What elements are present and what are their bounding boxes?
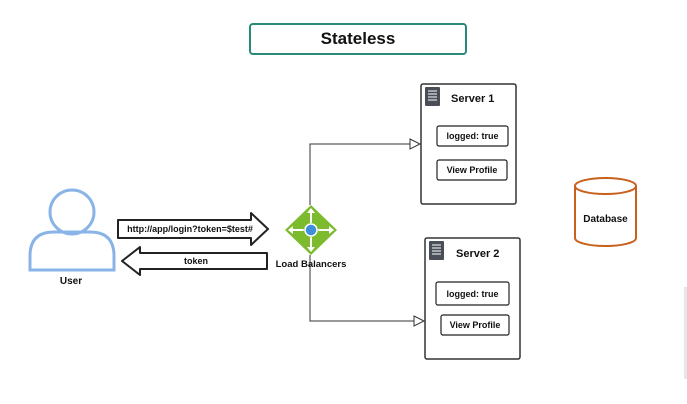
database-label: Database [583,214,628,225]
user-icon [28,188,116,272]
request-arrow-label: http://app/login?token=$test# [127,224,253,234]
connector-arrowhead [413,315,426,327]
server-2-view-profile-button[interactable] [440,314,510,336]
connector-to-server-1 [309,138,422,205]
server-1-name: Server 1 [451,93,494,105]
connector-line [309,255,414,322]
server-2-card: Server 2 logged: true View Profile [424,237,521,360]
load-balancer-node: Load Balancers [276,205,347,270]
title-box: Stateless [249,23,467,55]
database-body [574,186,637,247]
request-arrow: http://app/login?token=$test# [117,212,269,246]
server-2-status: logged: true [447,289,499,299]
response-arrow-label: token [184,256,208,266]
user-label: User [60,276,82,287]
user-body-shape [28,230,116,272]
title-frame [249,23,467,55]
connector-line [309,143,410,205]
database-icon [574,177,637,247]
load-balancer-label: Load Balancers [276,259,347,270]
connector-to-server-2 [309,255,426,327]
edge-scroll-mark [684,287,687,379]
server-2-name: Server 2 [456,248,499,260]
request-arrow-shape [117,212,269,246]
server-1-status-box [436,125,509,147]
response-arrow-shape [121,246,268,276]
connector-arrowhead [409,138,422,150]
load-balancer-icon [285,205,337,255]
response-arrow: token [121,246,268,276]
diagram-title: Stateless [321,29,396,48]
user-head-shape [48,188,96,236]
user-node: User [28,188,116,287]
server-2-view-profile-label: View Profile [450,320,501,330]
database-top [574,177,637,195]
server-icon [429,241,444,260]
load-balancer-hub [304,223,318,237]
server-1-view-profile-button[interactable] [436,159,508,181]
server-1-card: Server 1 logged: true View Profile [420,83,517,205]
database-node: Database [574,177,637,247]
server-2-status-box [435,281,510,306]
server-1-status: logged: true [447,131,499,141]
server-icon [425,87,440,106]
server-1-view-profile-label: View Profile [447,165,498,175]
